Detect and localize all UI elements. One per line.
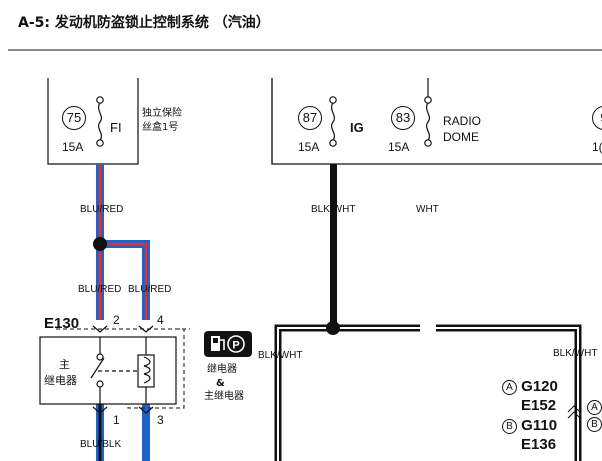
fuse-number-87: 87 xyxy=(298,106,322,130)
fuse-amperage-75: 15A xyxy=(62,140,84,154)
wire-label-blu-blk: BLU/BLK xyxy=(80,439,122,450)
splice-right xyxy=(326,321,340,335)
fuse-radio-dome-symbol xyxy=(424,96,432,147)
fuse-box-label-1: 独立保险 xyxy=(142,108,182,119)
wire-label-wht-top: WHT xyxy=(416,204,439,215)
wire-label-blu-red-right: BLU/RED xyxy=(128,284,172,295)
fuel-pump-p-icon: P xyxy=(204,331,252,357)
relay-label-1: 主 xyxy=(59,358,70,371)
ground-code-g110: G110 xyxy=(521,417,558,434)
left-fuse-box xyxy=(47,78,139,165)
page-title: A-5: 发动机防盗锁止控制系统 （汽油） xyxy=(18,15,270,31)
fuse-amperage-87: 15A xyxy=(298,140,320,154)
connector-pins xyxy=(92,325,154,414)
legend-label-2: & xyxy=(216,378,225,389)
wire-blu-red-branch xyxy=(100,240,150,320)
fuse-number-83: 83 xyxy=(391,106,415,130)
side-ref-b: B xyxy=(587,417,602,433)
ground-code-e152: E152 xyxy=(521,397,557,414)
connector-pin-2: 2 xyxy=(113,313,120,327)
fuse-fi-symbol xyxy=(96,96,104,147)
wire-blu-red-main xyxy=(96,164,104,320)
legend-label-1: 继电器 xyxy=(207,364,237,375)
connector-pin-1: 1 xyxy=(113,413,120,427)
main-relay-box xyxy=(39,336,177,405)
fuse-name-dome: DOME xyxy=(443,130,479,144)
wire-label-blk-wht-mid-right: BLK/WHT xyxy=(553,348,598,359)
wire-label-blk-wht-top: BLK/WHT xyxy=(311,204,356,215)
fuse-number-75: 75 xyxy=(62,106,86,130)
ground-ref-a: A G120 xyxy=(502,379,558,395)
fuse-name-radio: RADIO xyxy=(443,114,482,128)
wire-label-blk-wht-mid-left: BLK/WHT xyxy=(258,350,303,361)
connector-pin-4: 4 xyxy=(157,313,164,327)
connector-arrows-right xyxy=(567,405,581,419)
circle-a-icon: A xyxy=(502,379,517,395)
fuse-ig-symbol xyxy=(329,96,337,147)
circle-b-icon: B xyxy=(502,418,517,434)
wire-blu-blk xyxy=(96,404,150,461)
legend-label-3: 主继电器 xyxy=(204,391,244,402)
fuse-box-label-2: 丝盒1号 xyxy=(142,122,179,133)
ground-code-g120: G120 xyxy=(521,378,558,395)
ground-code-e136: E136 xyxy=(521,436,557,453)
fuse-amperage-partial: 1( xyxy=(592,140,602,154)
wire-label-blu-red-top: BLU/RED xyxy=(80,204,124,215)
fuse-amperage-83: 15A xyxy=(388,140,410,154)
connector-name-e130: E130 xyxy=(44,315,80,332)
relay-label-2: 继电器 xyxy=(44,374,77,387)
connector-pin-3: 3 xyxy=(157,413,164,427)
fuse-name-fi: FI xyxy=(110,120,122,135)
side-ref-a: A xyxy=(587,400,602,416)
splice-left xyxy=(93,237,107,251)
relay-internals xyxy=(90,337,155,404)
fuse-name-ig: IG xyxy=(350,120,364,135)
ground-ref-b: B G110 xyxy=(502,418,557,434)
wire-label-blu-red-left: BLU/RED xyxy=(78,284,122,295)
svg-text:P: P xyxy=(232,340,239,352)
